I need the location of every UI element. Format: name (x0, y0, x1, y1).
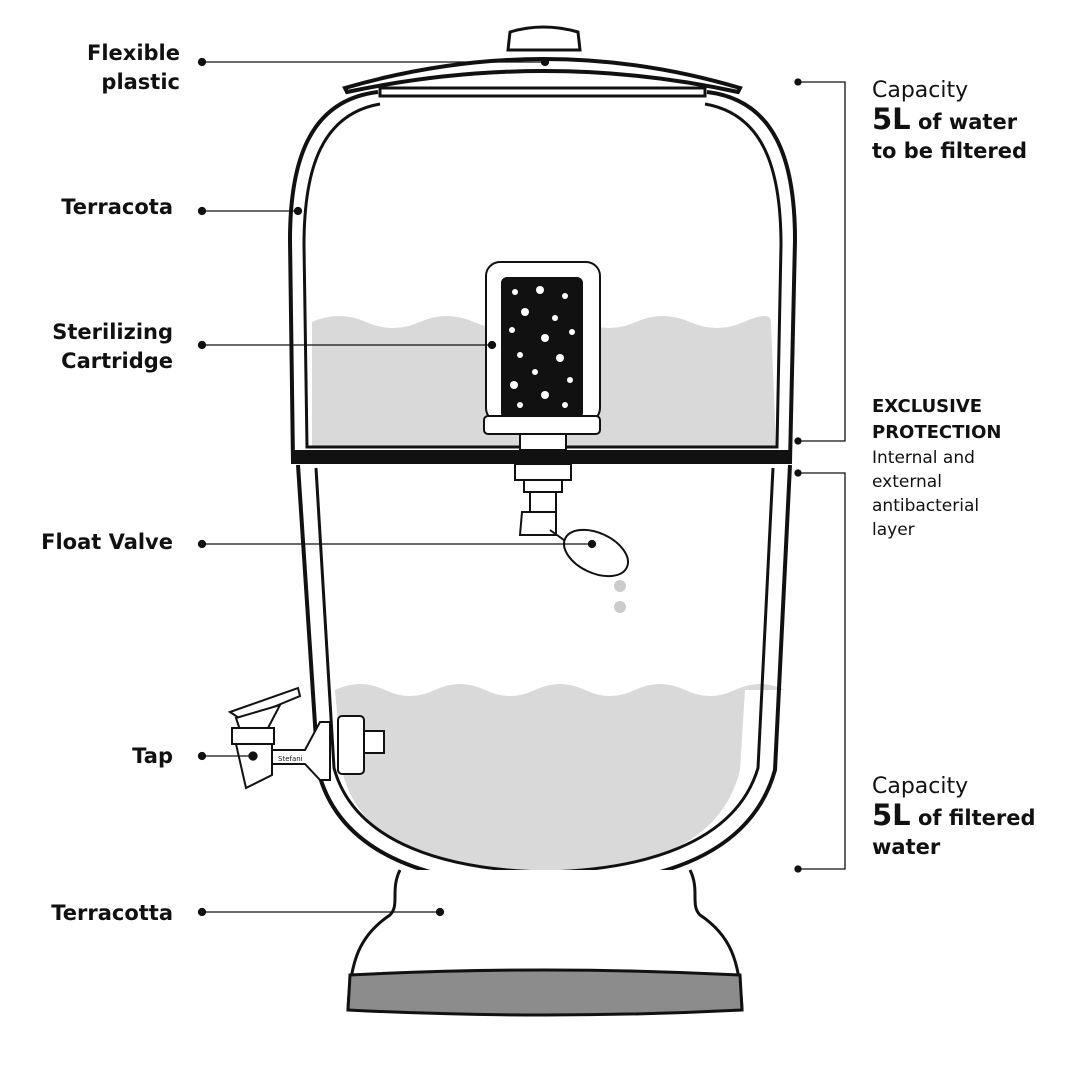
protection-desc: layer (872, 520, 915, 540)
protection-title-2: PROTECTION (872, 422, 1002, 443)
capacity-desc: of filtered (917, 806, 1036, 830)
capacity-desc2: water (872, 835, 941, 859)
label-float-valve: Float Valve (41, 530, 173, 554)
leader-lines (197, 57, 846, 917)
tap: Stefani (227, 686, 385, 790)
tap-logo: Stefani (278, 755, 303, 763)
sterilizing-cartridge (483, 261, 601, 451)
lower-water (335, 684, 785, 872)
vessel-divider (293, 450, 790, 462)
capacity-line: 5L of filtered (872, 801, 1036, 833)
capacity-amount: 5L (872, 102, 911, 136)
label-terracota: Terracota (61, 195, 173, 219)
lid (342, 25, 743, 98)
capacity-top: Capacity 5L of water to be filtered (872, 77, 1027, 166)
float-valve (514, 463, 629, 613)
label-flexible-plastic: Flexible plastic (86, 41, 180, 94)
capacity-caption: Capacity (872, 78, 969, 103)
capacity-desc2: to be filtered (872, 139, 1028, 163)
protection-desc: antibacterial (872, 496, 980, 516)
label-terracotta: Terracotta (51, 901, 173, 925)
protection-desc: Internal and (872, 448, 975, 468)
label-sterilizing-cartridge: Sterilizing Cartridge (52, 320, 173, 373)
capacity-desc: of water (917, 110, 1018, 134)
capacity-bottom: Capacity 5L of filtered water (872, 773, 1036, 862)
label-tap: Tap (132, 744, 173, 768)
protection-desc: external (872, 472, 942, 492)
capacity-caption: Capacity (872, 774, 969, 799)
capacity-amount: 5L (872, 798, 911, 832)
protection-title: EXCLUSIVE (872, 396, 983, 417)
base (346, 869, 744, 1017)
exclusive-protection: EXCLUSIVE PROTECTION Internal and extern… (872, 394, 1001, 542)
capacity-line: 5L of water (872, 105, 1027, 137)
